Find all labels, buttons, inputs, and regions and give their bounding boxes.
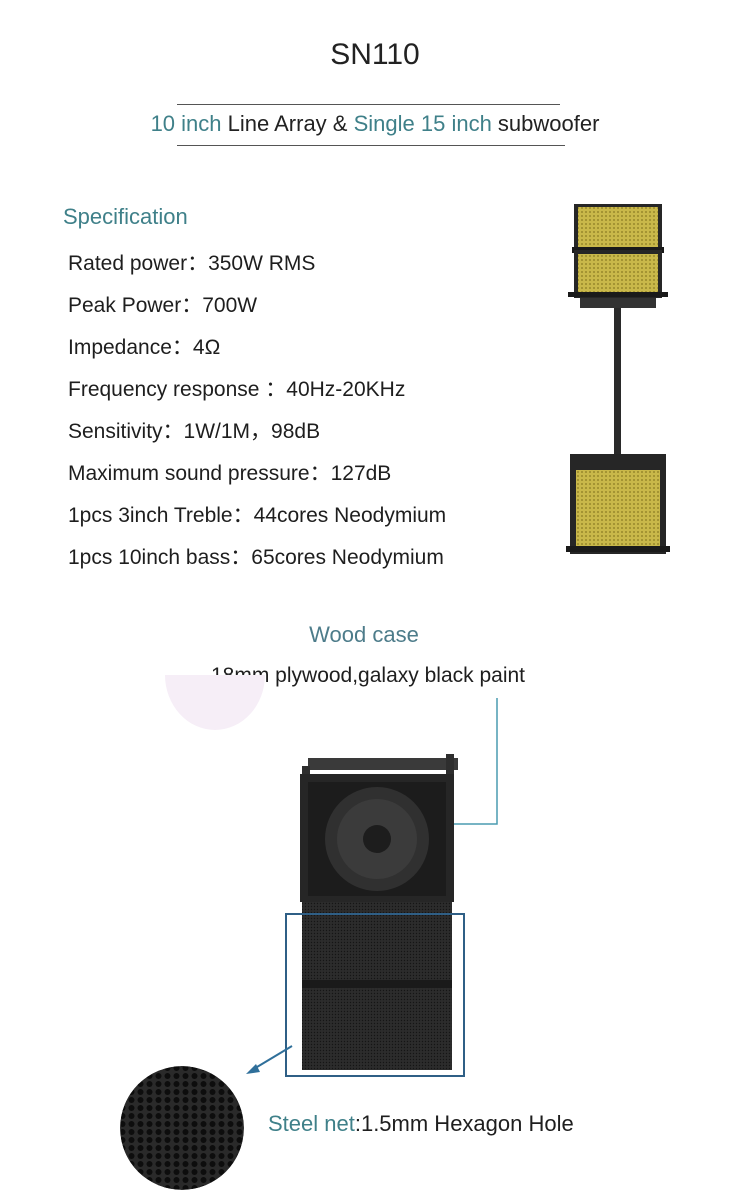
hexagon-mesh-image (120, 1066, 244, 1190)
speaker-cabinet-image (285, 754, 465, 1077)
steel-net-label: Steel net:1.5mm Hexagon Hole (268, 1111, 574, 1137)
spec-frequency-response: Frequency response ：40Hz-20KHz (68, 378, 406, 401)
subtitle-top-rule (177, 104, 560, 105)
page-title: SN110 (330, 38, 420, 71)
wood-case-description: 18mm plywood,galaxy black paint (211, 664, 525, 687)
wood-case-heading: Wood case (309, 622, 419, 647)
decorative-circle (165, 675, 265, 730)
subtitle-line-array: Line Array & (221, 111, 354, 136)
spec-treble-driver: 1pcs 3inch Treble：44cores Neodymium (68, 504, 447, 527)
subtitle-subwoofer: subwoofer (491, 111, 600, 136)
subtitle-line-array-size: 10 inch (150, 111, 222, 136)
arrow-icon (246, 1045, 293, 1074)
wood-case-callout-line (454, 698, 498, 825)
subtitle-bottom-rule (177, 145, 565, 146)
spec-bass-driver: 1pcs 10inch bass：65cores Neodymium (68, 546, 444, 569)
spec-sensitivity: Sensitivity：1W/1M，98dB (68, 420, 321, 443)
steel-net-label-accent: Steel net (268, 1111, 355, 1136)
specification-heading: Specification (63, 204, 188, 229)
spec-impedance: Impedance：4Ω (68, 336, 221, 359)
spec-max-spl: Maximum sound pressure：127dB (68, 462, 392, 485)
line-array-on-subwoofer-image (566, 204, 670, 554)
steel-net-label-rest: :1.5mm Hexagon Hole (354, 1111, 574, 1136)
specification-list: Rated power：350W RMS Peak Power：700W Imp… (68, 248, 446, 584)
spec-rated-power: Rated power：350W RMS (68, 252, 316, 275)
spec-peak-power: Peak Power：700W (68, 294, 258, 317)
subtitle-sub-size: Single 15 inch (353, 111, 492, 136)
subtitle: 10 inch Line Array & Single 15 inch subw… (0, 111, 750, 137)
